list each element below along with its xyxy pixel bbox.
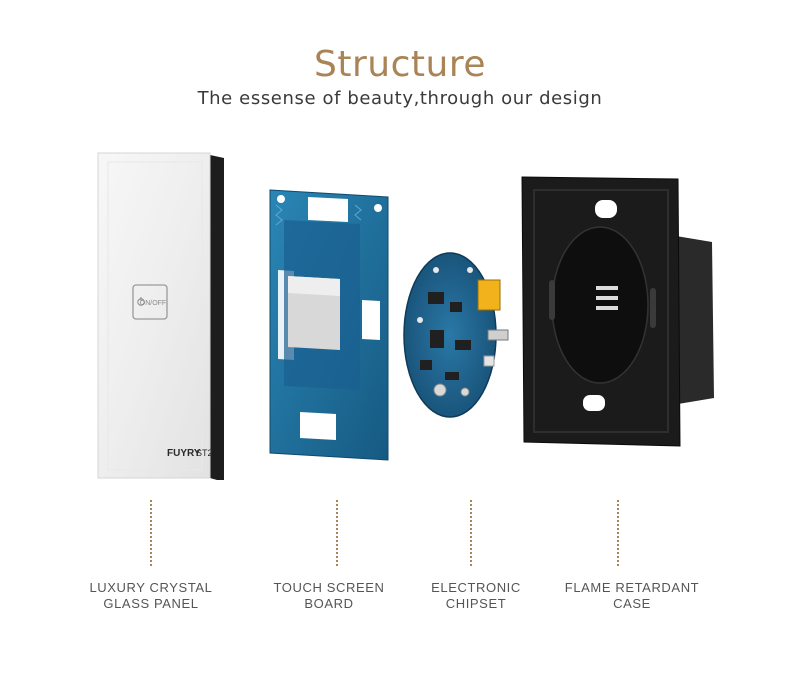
power-button-text: ON/OFF xyxy=(140,300,166,307)
label-touch-board: TOUCH SCREEN BOARD xyxy=(273,580,385,611)
connector-line-glass-panel xyxy=(150,500,152,566)
label-chipset: ELECTRONIC CHIPSET xyxy=(431,580,521,611)
label-case: FLAME RETARDANT CASE xyxy=(564,580,700,611)
page-subtitle: The essense of beauty,through our design xyxy=(197,88,603,109)
connector-line-case xyxy=(617,500,619,566)
flame-retardant-case xyxy=(521,176,714,447)
page-title: Structure xyxy=(314,44,486,85)
glass-panel: ON/OFF FUYRY ST2 xyxy=(97,152,224,480)
model-text: ST2 xyxy=(196,448,213,458)
touch-screen-board xyxy=(269,189,389,461)
connector-line-chipset xyxy=(470,500,472,566)
label-glass-panel: LUXURY CRYSTAL GLASS PANEL xyxy=(89,580,213,611)
exploded-view-illustration: ON/OFF FUYRY ST2 xyxy=(97,152,714,480)
power-touch-button-outline xyxy=(132,284,168,320)
brand-logo-text: FUYRY xyxy=(167,448,201,459)
connector-line-touch-board xyxy=(336,500,338,566)
electronic-chipset xyxy=(403,252,509,418)
